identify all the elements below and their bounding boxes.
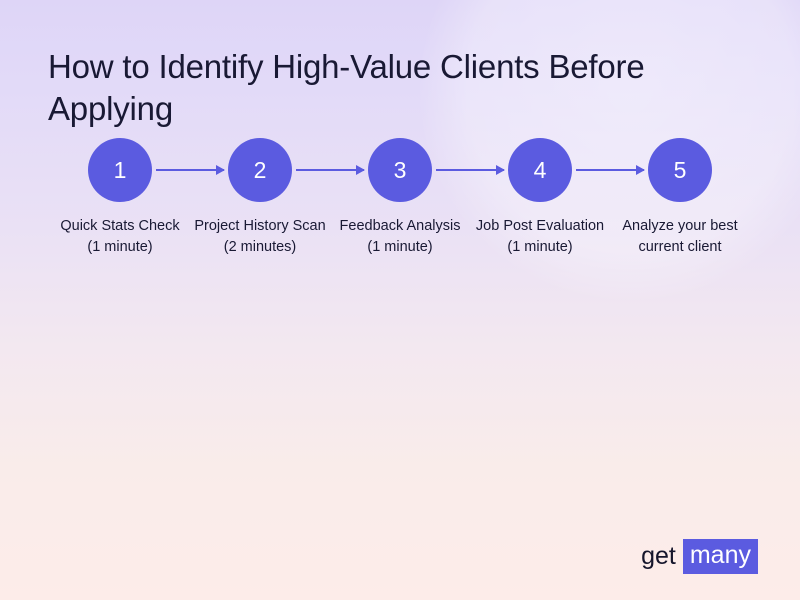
- arrow-head-icon: [496, 165, 505, 175]
- arrow-head-icon: [216, 165, 225, 175]
- brand-logo: get many: [641, 539, 758, 574]
- step-node-1[interactable]: 1: [88, 138, 152, 202]
- step-label-4: Job Post Evaluation (1 minute): [475, 218, 605, 255]
- arrow-connector-4-to-5: [576, 165, 645, 175]
- step-label-5: Analyze your best current client: [622, 218, 738, 255]
- step-label-1: Quick Stats Check (1 minute): [60, 218, 180, 255]
- arrow-connector-3-to-4: [436, 165, 505, 175]
- logo-word-get: get: [641, 542, 676, 570]
- arrow-head-icon: [356, 165, 365, 175]
- arrow-connector-2-to-3: [296, 165, 365, 175]
- arrow-connector-1-to-2: [156, 165, 225, 175]
- arrow-shaft: [296, 169, 364, 171]
- arrow-shaft: [436, 169, 504, 171]
- step-node-5[interactable]: 5: [648, 138, 712, 202]
- step-label-3: Feedback Analysis (1 minute): [339, 218, 461, 255]
- step-label-2: Project History Scan (2 minutes): [194, 218, 326, 255]
- arrow-shaft: [576, 169, 644, 171]
- process-flow-diagram: 1 2 3 4 5: [0, 138, 800, 202]
- page-title: How to Identify High-Value Clients Befor…: [48, 48, 645, 127]
- logo-word-many: many: [682, 539, 758, 574]
- arrow-head-icon: [636, 165, 645, 175]
- arrow-shaft: [156, 169, 224, 171]
- step-node-4[interactable]: 4: [508, 138, 572, 202]
- step-node-2[interactable]: 2: [228, 138, 292, 202]
- step-node-3[interactable]: 3: [368, 138, 432, 202]
